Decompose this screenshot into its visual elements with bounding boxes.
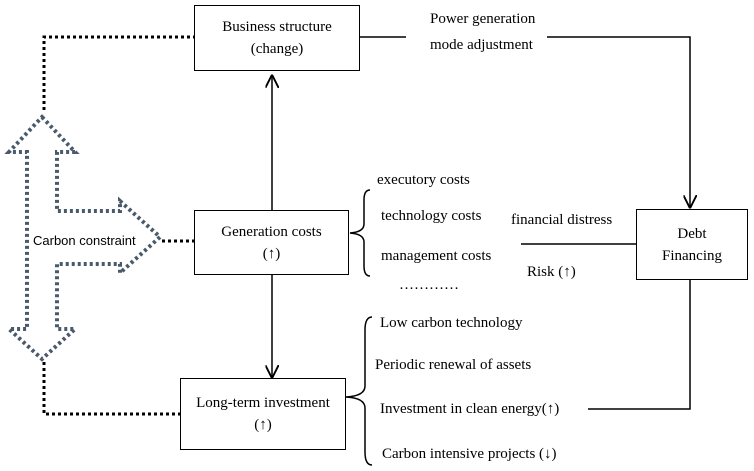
business-structure-box: Business structure (change): [194, 5, 360, 71]
dotted-line-bottom: [42, 362, 180, 416]
long-term-investment-label: Long-term investment: [196, 395, 330, 411]
cost-item-technology: technology costs: [381, 208, 482, 224]
financial-distress-label: financial distress: [511, 212, 613, 228]
mode-adjustment-label: mode adjustment: [430, 37, 533, 53]
debt-label: Debt: [677, 225, 707, 242]
long-term-investment-box: Long-term investment (↑): [180, 378, 346, 450]
financing-label: Financing: [662, 247, 722, 264]
investment-item-renewal: Periodic renewal of assets: [375, 357, 532, 373]
investment-items-brace: [345, 316, 373, 466]
cost-items-brace: [349, 189, 371, 277]
generation-costs-label: Generation costs: [221, 223, 322, 240]
arrow-power-mode-to-debt: [360, 36, 690, 207]
investment-item-low-carbon: Low carbon technology: [380, 315, 523, 331]
arrow-clean-energy-to-debt: [588, 251, 690, 410]
generation-costs-change: (↑): [262, 245, 281, 262]
dotted-line-top: [42, 35, 194, 110]
investment-item-carbon-intensive: Carbon intensive projects (↓): [382, 446, 557, 462]
investment-item-clean-energy: Investment in clean energy(↑): [380, 401, 560, 417]
risk-label: Risk (↑): [527, 264, 576, 280]
carbon-constraint-arrow: [3, 114, 163, 362]
carbon-constraint-label: Carbon constraint: [33, 233, 136, 248]
cost-item-management: management costs: [381, 248, 492, 264]
business-structure-label: Business structure: [222, 19, 332, 35]
cost-item-executory: executory costs: [377, 172, 470, 188]
power-generation-label: Power generation: [430, 11, 536, 27]
generation-costs-box: Generation costs (↑): [194, 210, 349, 275]
business-structure-change: (change): [250, 41, 304, 57]
cost-item-ellipsis: …………: [399, 277, 459, 293]
debt-financing-box: Debt Financing: [636, 209, 748, 280]
long-term-investment-change: (↑): [254, 417, 272, 433]
